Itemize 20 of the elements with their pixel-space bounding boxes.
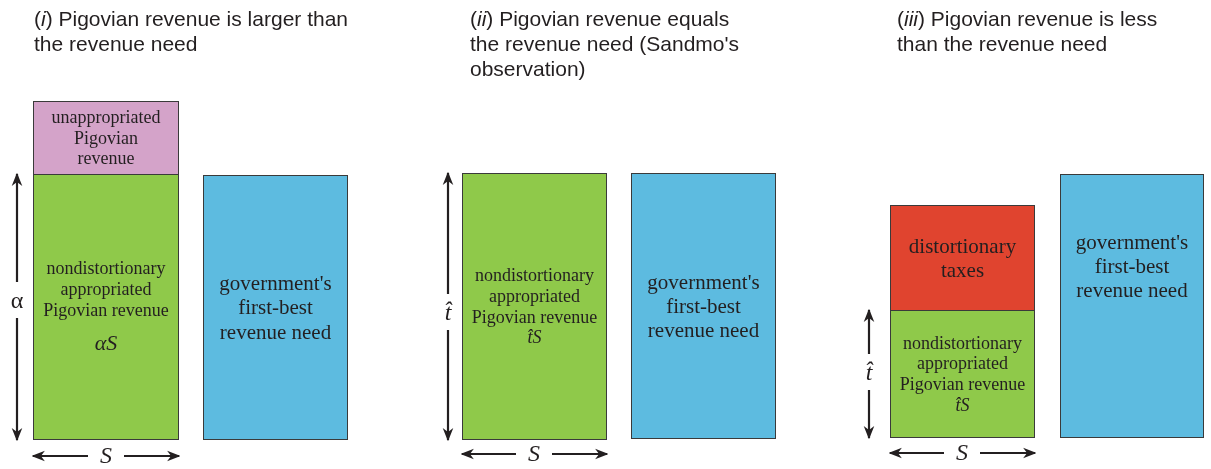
- block-label: nondistortionary appropriated Pigovian revenue: [42, 258, 170, 321]
- block-label: distortionary taxes: [907, 233, 1018, 283]
- revenue-need-block: [631, 173, 776, 439]
- panel-title: (ii) Pigovian revenue equals the revenue need (Sandmo's observation): [470, 6, 741, 82]
- revenue-block: [462, 173, 607, 440]
- block-label: αS: [94, 330, 118, 356]
- block-label: nondistortionary appropriated Pigovian revenue t̂S: [898, 332, 1027, 416]
- revenue-need-block: [203, 175, 348, 440]
- panel-title: (i) Pigovian revenue is larger than the revenue need: [34, 6, 349, 57]
- block-label: government's first-best revenue need: [1074, 230, 1190, 303]
- block-label: government's first-best revenue need: [646, 269, 761, 343]
- panel-title: (iii) Pigovian revenue is less than the revenue need: [897, 6, 1159, 57]
- revenue-block: [890, 310, 1035, 438]
- tax-block: [890, 205, 1035, 311]
- block-label: unappropriated Pigovian revenue: [50, 105, 162, 171]
- revenue-need-block: [1060, 174, 1204, 438]
- block-label: government's first-best revenue need: [218, 271, 333, 344]
- block-label: nondistortionary appropriated Pigovian revenue t̂S: [470, 265, 599, 348]
- revenue-block: [33, 174, 179, 440]
- revenue-block: [33, 101, 179, 175]
